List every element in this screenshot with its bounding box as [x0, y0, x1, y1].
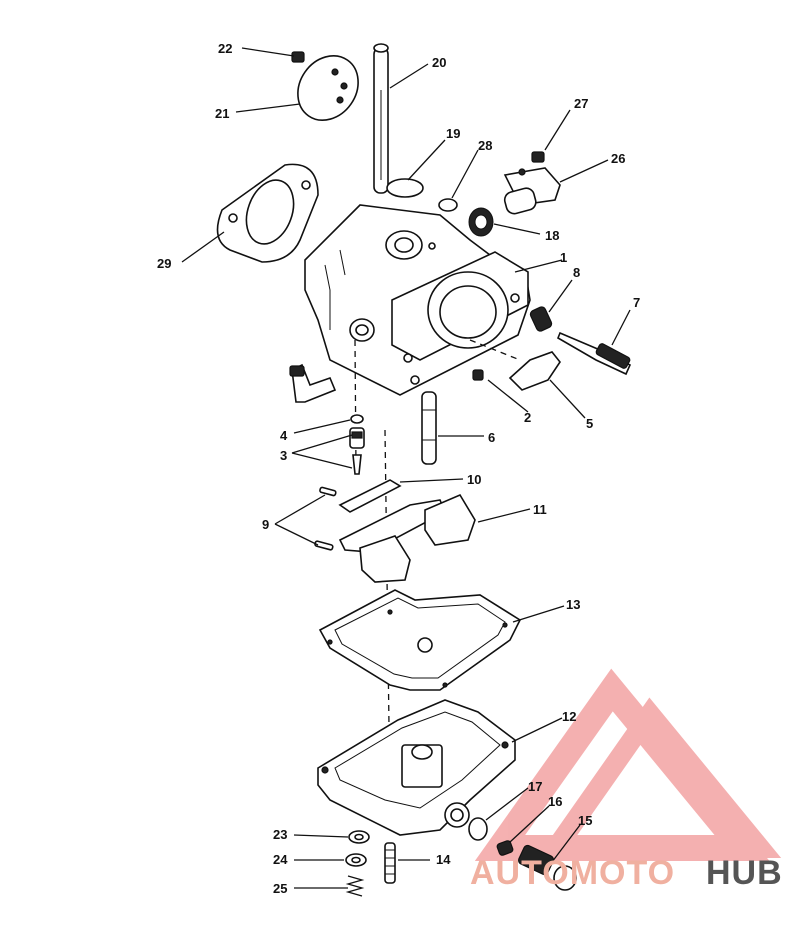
- part-25-spring: [345, 875, 365, 897]
- part-18-gear: [468, 207, 494, 237]
- part-19-disc: [386, 178, 424, 198]
- part-7-needle: [557, 331, 632, 376]
- part-21-plate: [297, 55, 359, 121]
- callout-28: 28: [478, 138, 492, 153]
- watermark-text-part1: AUTOMOTO: [470, 854, 675, 892]
- callout-27: 27: [574, 96, 588, 111]
- callout-23: 23: [273, 827, 287, 842]
- callout-5: 5: [586, 416, 593, 431]
- part-1-body: [304, 204, 531, 396]
- part-11-float: [338, 493, 476, 583]
- callout-29: 29: [157, 256, 171, 271]
- part-16-jet: [496, 840, 514, 856]
- callout-10: 10: [467, 472, 481, 487]
- part-2-screw: [472, 369, 484, 381]
- callout-13: 13: [566, 597, 580, 612]
- part-6-shaft: [421, 391, 437, 465]
- callout-16: 16: [548, 794, 562, 809]
- callout-15: 15: [578, 813, 592, 828]
- watermark-text-part2: HUB: [706, 854, 783, 892]
- part-10-arm: [338, 479, 402, 513]
- callout-numbers: 22 21 20 27 26 19 28 18 29 1 8 7 5 2 4 3…: [157, 41, 640, 896]
- part-8-spring: [529, 306, 553, 332]
- callout-18: 18: [545, 228, 559, 243]
- callout-17: 17: [528, 779, 542, 794]
- part-5-lever: [508, 351, 561, 391]
- part-26-lever: [503, 167, 561, 215]
- callout-6: 6: [488, 430, 495, 445]
- part-13-gasket: [318, 589, 522, 691]
- callout-1: 1: [560, 250, 567, 265]
- callout-7: 7: [633, 295, 640, 310]
- leader-lines: [181, 47, 631, 889]
- part-24-washer: [345, 853, 367, 867]
- callout-3: 3: [280, 448, 287, 463]
- callout-2: 2: [524, 410, 531, 425]
- callout-4: 4: [280, 428, 288, 443]
- part-9-pin-top: [319, 486, 337, 497]
- callout-24: 24: [273, 852, 288, 867]
- part-23-washer: [348, 830, 370, 844]
- part-4-washer: [350, 414, 364, 424]
- part-28-clip: [438, 198, 458, 212]
- part-29-gasket: [216, 163, 319, 263]
- callout-12: 12: [562, 709, 576, 724]
- callout-21: 21: [215, 106, 229, 121]
- part-14-screw: [384, 842, 396, 884]
- callout-11: 11: [533, 502, 547, 517]
- part-15-plug: [517, 844, 577, 891]
- part-12-bowl: [317, 699, 516, 836]
- part-27-screw: [531, 151, 545, 163]
- watermark-text: AUTOMOTO HUB: [470, 854, 783, 892]
- callout-25: 25: [273, 881, 287, 896]
- callout-9: 9: [262, 517, 269, 532]
- callout-22: 22: [218, 41, 232, 56]
- callout-20: 20: [432, 55, 446, 70]
- watermark-logo: [474, 668, 782, 861]
- part-3-valve: [349, 427, 365, 475]
- part-22-screw: [291, 51, 305, 63]
- callout-19: 19: [446, 126, 460, 141]
- callout-26: 26: [611, 151, 625, 166]
- callout-8: 8: [573, 265, 580, 280]
- part-17-oring: [468, 817, 488, 841]
- part-9-pin-bottom: [314, 540, 334, 551]
- callout-14: 14: [436, 852, 451, 867]
- part-20-shaft: [373, 43, 389, 194]
- elbow-fitting: [289, 363, 337, 403]
